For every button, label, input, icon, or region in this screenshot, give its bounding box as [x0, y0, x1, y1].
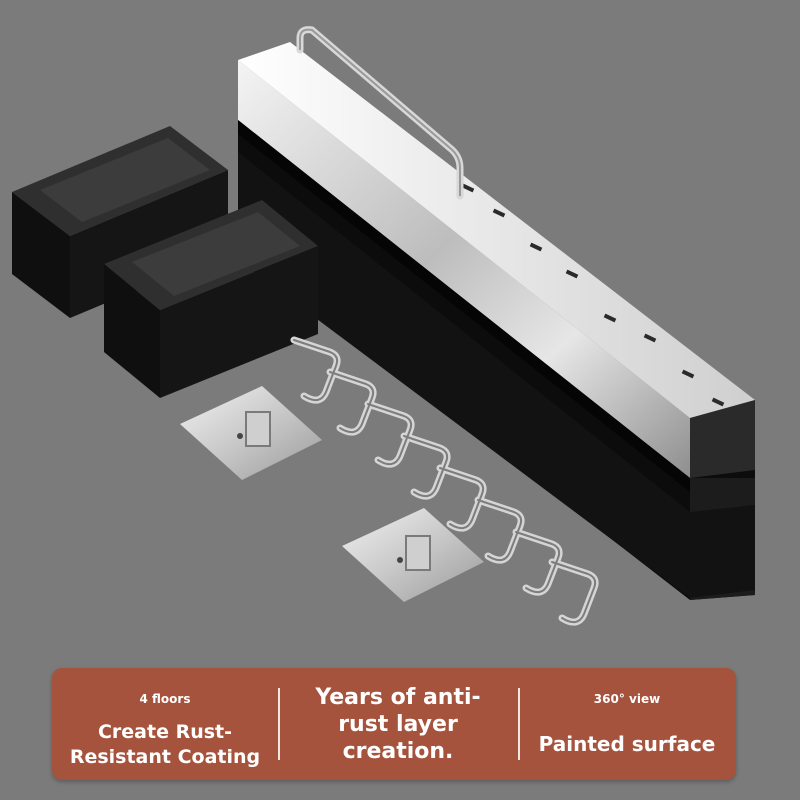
- steel-top-edge: [238, 42, 755, 418]
- mounting-plate-2: [342, 508, 484, 602]
- feature-column-1: 4 floors Create Rust- Resistant Coating: [52, 668, 278, 780]
- panel-slots: [461, 183, 725, 407]
- feature-2-title: Years of anti- rust layer creation.: [278, 684, 518, 765]
- feature-1-title: Create Rust- Resistant Coating: [52, 720, 278, 770]
- feature-3-caption: 360° view: [593, 692, 661, 706]
- divider-1: [278, 688, 280, 760]
- mounting-plate-1: [180, 386, 322, 480]
- feature-2-line-3: creation.: [342, 739, 454, 764]
- feature-banner: 4 floors Create Rust- Resistant Coating …: [52, 668, 736, 780]
- feature-2-line-2: rust layer: [338, 712, 458, 737]
- feature-3-title: Painted surface: [538, 732, 716, 756]
- storage-box-2: [104, 200, 318, 398]
- feature-column-3: 360° view Painted surface: [518, 668, 736, 780]
- feature-column-2: Years of anti- rust layer creation.: [278, 668, 518, 780]
- feature-2-line-1: Years of anti-: [315, 685, 481, 710]
- feature-1-line-2: Resistant Coating: [69, 746, 261, 768]
- feature-1-line-1: Create Rust-: [97, 721, 233, 743]
- feature-1-caption: 4 floors: [139, 692, 191, 706]
- steel-front-panel: [238, 60, 690, 478]
- divider-2: [518, 688, 520, 760]
